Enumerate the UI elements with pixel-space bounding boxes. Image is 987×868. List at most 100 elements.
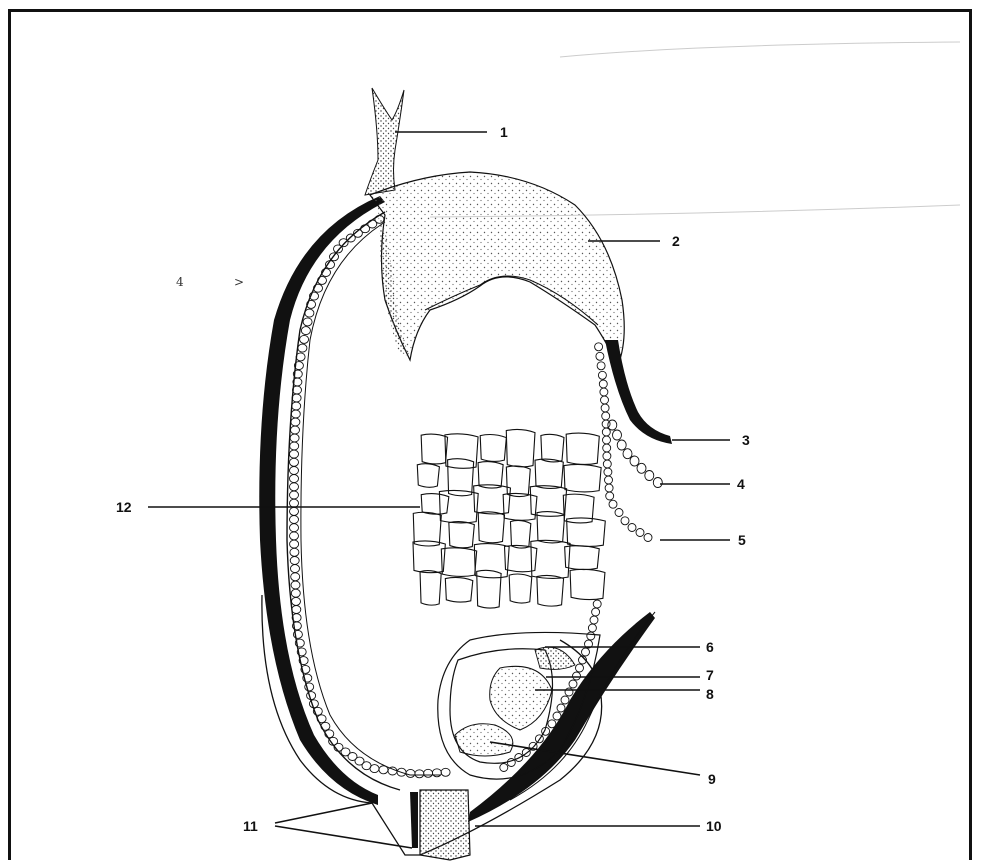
- aleurone-cell: [553, 712, 561, 720]
- aleurone-cell: [424, 769, 433, 777]
- aleurone-cell: [636, 529, 644, 537]
- label-1: 1: [500, 124, 508, 140]
- endosperm-cell: [420, 571, 441, 606]
- aleurone-cell: [592, 608, 600, 616]
- endosperm-cell: [477, 570, 501, 608]
- aleurone-cell: [569, 680, 577, 688]
- aleurone-cell: [290, 557, 299, 565]
- aleurone-cell: [432, 769, 441, 777]
- aleurone-cell: [653, 478, 662, 488]
- aleurone-cell: [290, 467, 299, 475]
- aleurone-cell: [608, 420, 617, 430]
- endosperm-cell: [535, 459, 563, 488]
- aleurone-cell: [593, 600, 601, 608]
- aleurone-cell: [291, 573, 300, 581]
- aleurone-cell: [605, 476, 613, 484]
- aleurone-cell: [598, 371, 606, 379]
- aleurone-cell: [597, 362, 605, 370]
- attachment-base: [420, 790, 470, 860]
- label-4: 4: [737, 476, 745, 492]
- aleurone-cell: [292, 402, 301, 410]
- endosperm-cell: [531, 540, 570, 578]
- label-12: 12: [116, 499, 132, 515]
- aleurone-cell: [644, 534, 652, 542]
- endosperm-cell: [478, 462, 503, 489]
- aleurone-cell: [613, 430, 622, 440]
- stray-mark: 4: [176, 275, 184, 289]
- endosperm-cell: [510, 520, 530, 548]
- style-remnant: [365, 88, 404, 195]
- aleurone-cell: [290, 532, 299, 540]
- seed-coat-right: [468, 612, 655, 822]
- aleurone-cell: [290, 475, 299, 483]
- aleurone-cell: [291, 581, 300, 589]
- endosperm-cell: [509, 574, 532, 603]
- aleurone-cell: [290, 540, 299, 548]
- label-9: 9: [708, 771, 716, 787]
- label-11: 11: [243, 818, 258, 834]
- endosperm-cell: [445, 577, 472, 602]
- aleurone-cell: [645, 471, 654, 481]
- aleurone-cell: [603, 460, 611, 468]
- aleurone-cell: [321, 722, 330, 730]
- aleurone-cell: [292, 394, 301, 402]
- endosperm-cell: [474, 544, 509, 578]
- aleurone-cell: [561, 696, 569, 704]
- endosperm-cell: [506, 429, 535, 466]
- aleurone-cell: [602, 428, 610, 436]
- endosperm-cell: [570, 569, 605, 599]
- aleurone-cell: [318, 276, 327, 284]
- aleurone-cell: [557, 704, 565, 712]
- aleurone-cell: [406, 769, 415, 777]
- aleurone-cell: [296, 353, 305, 361]
- aleurone-cell: [305, 683, 314, 691]
- aleurone-cell: [290, 434, 299, 442]
- aleurone-cell: [290, 524, 299, 532]
- aleurone-cell: [573, 672, 581, 680]
- endosperm-cell: [537, 575, 564, 606]
- aleurone-cell: [290, 458, 299, 466]
- aleurone-cell: [604, 468, 612, 476]
- aleurone-cell: [303, 318, 312, 326]
- aleurone-cell: [415, 770, 424, 778]
- aleurone-cell: [603, 452, 611, 460]
- base-black-left: [410, 792, 418, 848]
- aleurone-cell: [307, 692, 316, 700]
- endosperm-cell: [541, 434, 564, 462]
- aleurone-cell: [605, 484, 613, 492]
- aleurone-cell: [291, 410, 300, 418]
- aleurone-cell: [615, 509, 623, 517]
- endosperm-cell: [564, 464, 601, 491]
- aleurone-cell: [576, 664, 584, 672]
- aleurone-cell: [630, 456, 639, 466]
- aleurone-cell: [290, 491, 299, 499]
- aleurone-cell: [609, 500, 617, 508]
- aleurone-cell: [617, 440, 626, 450]
- endosperm-cell: [421, 434, 447, 464]
- aleurone-cell: [305, 309, 314, 317]
- aleurone-cell: [300, 335, 309, 343]
- aleurone-cell: [621, 517, 629, 525]
- aleurone-cell: [301, 327, 310, 335]
- aleurone-cell: [600, 388, 608, 396]
- aleurone-cell: [587, 632, 595, 640]
- aleurone-cell: [588, 624, 596, 632]
- aleurone-cell: [334, 245, 343, 253]
- aleurone-cell: [637, 463, 646, 473]
- aleurone-cell: [441, 768, 450, 776]
- aleurone-cell: [606, 492, 614, 500]
- pericarp-cap: [370, 172, 624, 365]
- label-10: 10: [706, 818, 722, 834]
- aleurone-cell: [595, 343, 603, 351]
- aleurone-cell: [628, 524, 636, 532]
- endosperm-cell: [449, 522, 475, 548]
- aleurone-cell: [290, 483, 299, 491]
- seed-coat-inner-line: [287, 212, 400, 790]
- aleurone-cell: [290, 499, 299, 507]
- aleurone-cell: [599, 380, 607, 388]
- coleoptile-tip: [535, 647, 575, 669]
- label-3: 3: [742, 432, 750, 448]
- aleurone-cell: [602, 412, 610, 420]
- endosperm-cell: [421, 494, 449, 515]
